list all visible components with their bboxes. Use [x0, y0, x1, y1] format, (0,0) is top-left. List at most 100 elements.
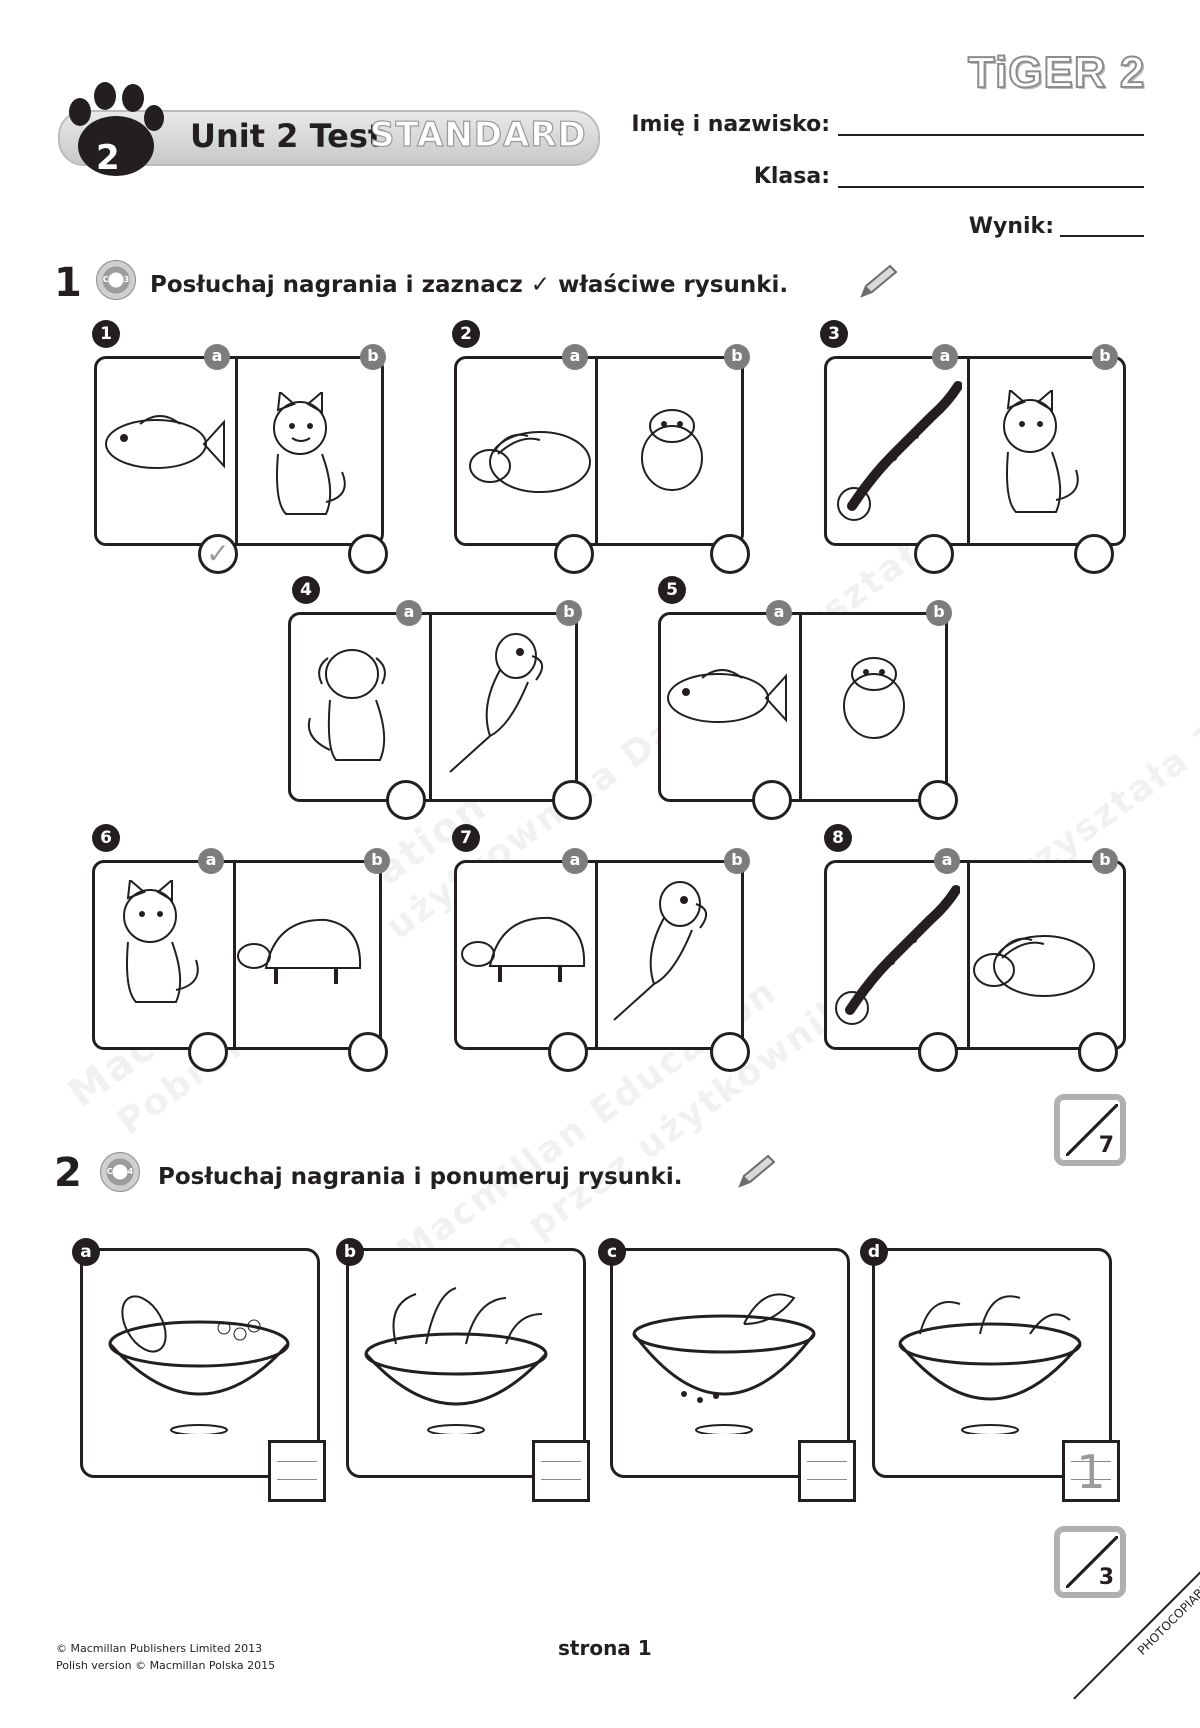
option-a-label: a [396, 600, 422, 626]
rabbit-picture [469, 431, 591, 493]
checkbox-4b[interactable] [552, 780, 592, 820]
exercise1-score-box[interactable]: 7 [1054, 1094, 1126, 1166]
bowl-of-grass-picture [364, 1287, 548, 1434]
checkbox-6a[interactable] [188, 1032, 228, 1072]
checkbox-5b[interactable] [918, 780, 958, 820]
fish-picture [667, 669, 787, 723]
pair-card [658, 612, 948, 802]
exercise1-max-score: 7 [1098, 1133, 1114, 1158]
bowl-of-water-picture [632, 1293, 816, 1434]
checkbox-7a[interactable] [548, 1032, 588, 1072]
pair-card [288, 612, 578, 802]
option-a-label: a [198, 848, 224, 874]
pencil-icon [738, 1154, 776, 1188]
cd-icon[interactable]: CD 04 [100, 1152, 140, 1192]
item-number: 2 [452, 320, 480, 348]
checkbox-8b[interactable] [1078, 1032, 1118, 1072]
option-b-label: b [724, 344, 750, 370]
checkbox-8a[interactable] [918, 1032, 958, 1072]
item-letter: c [598, 1238, 626, 1266]
option-b-label: b [1092, 848, 1118, 874]
dog-picture [308, 649, 386, 761]
item-number: 8 [824, 824, 852, 852]
hamster-picture [843, 657, 905, 739]
pair-card [824, 860, 1126, 1050]
paw-icon [69, 82, 164, 176]
option-b-label: b [364, 848, 390, 874]
item-number: 3 [820, 320, 848, 348]
item-letter: b [336, 1238, 364, 1266]
option-b-label: b [360, 344, 386, 370]
cat-picture [1003, 390, 1079, 513]
item-number: 6 [92, 824, 120, 852]
copyright: © Macmillan Publishers Limited 2013 Poli… [56, 1640, 275, 1674]
checkbox-1a[interactable]: ✓ [198, 534, 238, 574]
option-a-label: a [766, 600, 792, 626]
class-field[interactable] [838, 186, 1144, 188]
checkbox-7b[interactable] [710, 1032, 750, 1072]
pair-card [94, 356, 384, 546]
bowl-of-leaves-picture [898, 1295, 1082, 1434]
item-number: 5 [658, 576, 686, 604]
bowl-of-fruit-picture [108, 1295, 290, 1434]
cat-picture [273, 392, 346, 515]
option-a-label: a [934, 848, 960, 874]
answer-box-d[interactable]: 1 [1062, 1440, 1120, 1502]
parrot-picture [449, 633, 543, 773]
score-field[interactable] [1060, 235, 1144, 237]
option-a-label: a [204, 344, 230, 370]
tortoise-picture [237, 918, 362, 984]
checkbox-3a[interactable] [914, 534, 954, 574]
name-label: Imię i nazwisko: [631, 112, 830, 137]
unit-number: 2 [96, 138, 120, 178]
checkbox-5a[interactable] [752, 780, 792, 820]
copyright-line-2: Polish version © Macmillan Polska 2015 [56, 1659, 276, 1672]
option-b-label: b [926, 600, 952, 626]
lizard-picture [835, 885, 960, 1025]
checkbox-2b[interactable] [710, 534, 750, 574]
option-a-label: a [932, 344, 958, 370]
cd-icon[interactable]: CD 03 [96, 260, 136, 300]
option-b-label: b [1092, 344, 1118, 370]
unit-level: STANDARD [369, 114, 587, 155]
cat-picture [123, 880, 199, 1003]
option-a-label: a [562, 848, 588, 874]
exercise2-max-score: 3 [1098, 1565, 1114, 1590]
page-number: strona 1 [558, 1636, 652, 1660]
fish-picture [105, 415, 225, 469]
answer-box-c[interactable] [798, 1440, 856, 1502]
checkbox-1b[interactable] [348, 534, 388, 574]
checkbox-4a[interactable] [386, 780, 426, 820]
score-label: Wynik: [968, 214, 1054, 239]
exercise2-instruction: Posłuchaj nagrania i ponumeruj rysunki. [158, 1164, 683, 1190]
checkbox-3b[interactable] [1074, 534, 1114, 574]
bowl-card [80, 1248, 320, 1478]
exercise2-score-box[interactable]: 3 [1054, 1526, 1126, 1598]
answer-box-b[interactable] [532, 1440, 590, 1502]
answer-value: 1 [1076, 1445, 1106, 1499]
option-a-label: a [562, 344, 588, 370]
name-field[interactable] [838, 134, 1144, 136]
tiger-logo: TiGER 2 [967, 47, 1146, 98]
item-number: 1 [92, 320, 120, 348]
item-letter: d [860, 1238, 888, 1266]
item-number: 7 [452, 824, 480, 852]
item-number: 4 [292, 576, 320, 604]
pair-card [824, 356, 1126, 546]
class-label: Klasa: [753, 164, 830, 189]
hamster-picture [641, 409, 703, 491]
tortoise-picture [461, 916, 586, 982]
checkbox-2a[interactable] [554, 534, 594, 574]
copyright-line-1: © Macmillan Publishers Limited 2013 [56, 1642, 263, 1655]
exercise1-instruction: Posłuchaj nagrania i zaznacz ✓ właściwe … [150, 272, 789, 298]
exercise1-number: 1 [54, 260, 82, 306]
exercise2-number: 2 [54, 1150, 82, 1196]
bowl-card [610, 1248, 850, 1478]
bowl-card [346, 1248, 586, 1478]
pencil-icon [860, 264, 898, 298]
rabbit-picture [973, 935, 1095, 997]
unit-title: Unit 2 Test [190, 117, 384, 155]
answer-box-a[interactable] [268, 1440, 326, 1502]
parrot-picture [613, 881, 707, 1021]
checkbox-6b[interactable] [348, 1032, 388, 1072]
